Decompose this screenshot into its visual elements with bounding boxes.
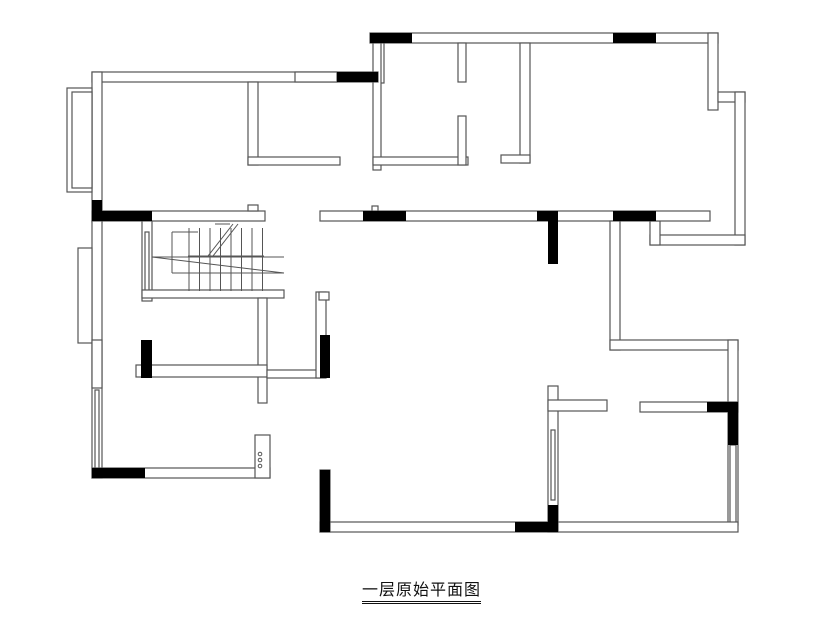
wall <box>91 339 103 389</box>
wall <box>247 81 259 166</box>
wall <box>319 210 711 222</box>
wall <box>457 115 467 166</box>
wall <box>94 389 100 471</box>
wall <box>519 42 531 164</box>
wall <box>729 444 737 526</box>
structural-column <box>537 211 558 221</box>
structural-column <box>363 211 406 221</box>
wall <box>254 434 271 479</box>
stair-line <box>151 256 285 274</box>
structural-column <box>548 211 558 264</box>
structural-column <box>613 33 656 43</box>
wall <box>734 91 746 246</box>
wall <box>707 32 719 111</box>
pipe-icon <box>257 463 263 469</box>
pipe-icon <box>257 451 263 457</box>
stair-line <box>212 223 239 257</box>
structural-column <box>548 505 558 532</box>
wall <box>141 289 285 299</box>
wall <box>77 247 93 344</box>
structural-column <box>370 33 412 43</box>
drawing-title: 一层原始平面图 <box>362 580 482 604</box>
stair-line <box>207 223 234 257</box>
wall <box>71 91 93 189</box>
wall <box>247 156 341 166</box>
wall <box>135 364 268 378</box>
wall <box>318 291 330 301</box>
wall <box>294 71 338 83</box>
wall <box>257 297 268 404</box>
wall <box>649 220 661 246</box>
pipe-icon <box>257 457 263 463</box>
wall <box>609 339 739 351</box>
wall <box>371 205 379 212</box>
wall <box>266 369 321 379</box>
wall <box>457 42 467 83</box>
wall <box>649 234 746 246</box>
wall <box>547 399 608 412</box>
wall <box>91 71 103 223</box>
structural-column <box>515 522 558 532</box>
wall <box>550 429 556 501</box>
wall <box>372 156 469 166</box>
structural-column <box>141 340 152 378</box>
structural-column <box>92 468 145 478</box>
structural-column <box>320 335 330 378</box>
structural-column <box>92 200 102 221</box>
wall <box>372 42 382 171</box>
structural-column <box>320 470 330 532</box>
wall <box>500 154 531 164</box>
wall <box>247 204 259 212</box>
wall <box>144 231 150 293</box>
structural-column <box>728 402 738 445</box>
structural-column <box>613 211 656 221</box>
wall <box>369 32 719 44</box>
structural-column <box>707 402 738 412</box>
wall <box>609 220 621 351</box>
structural-column <box>337 72 378 82</box>
structural-column <box>92 211 152 221</box>
